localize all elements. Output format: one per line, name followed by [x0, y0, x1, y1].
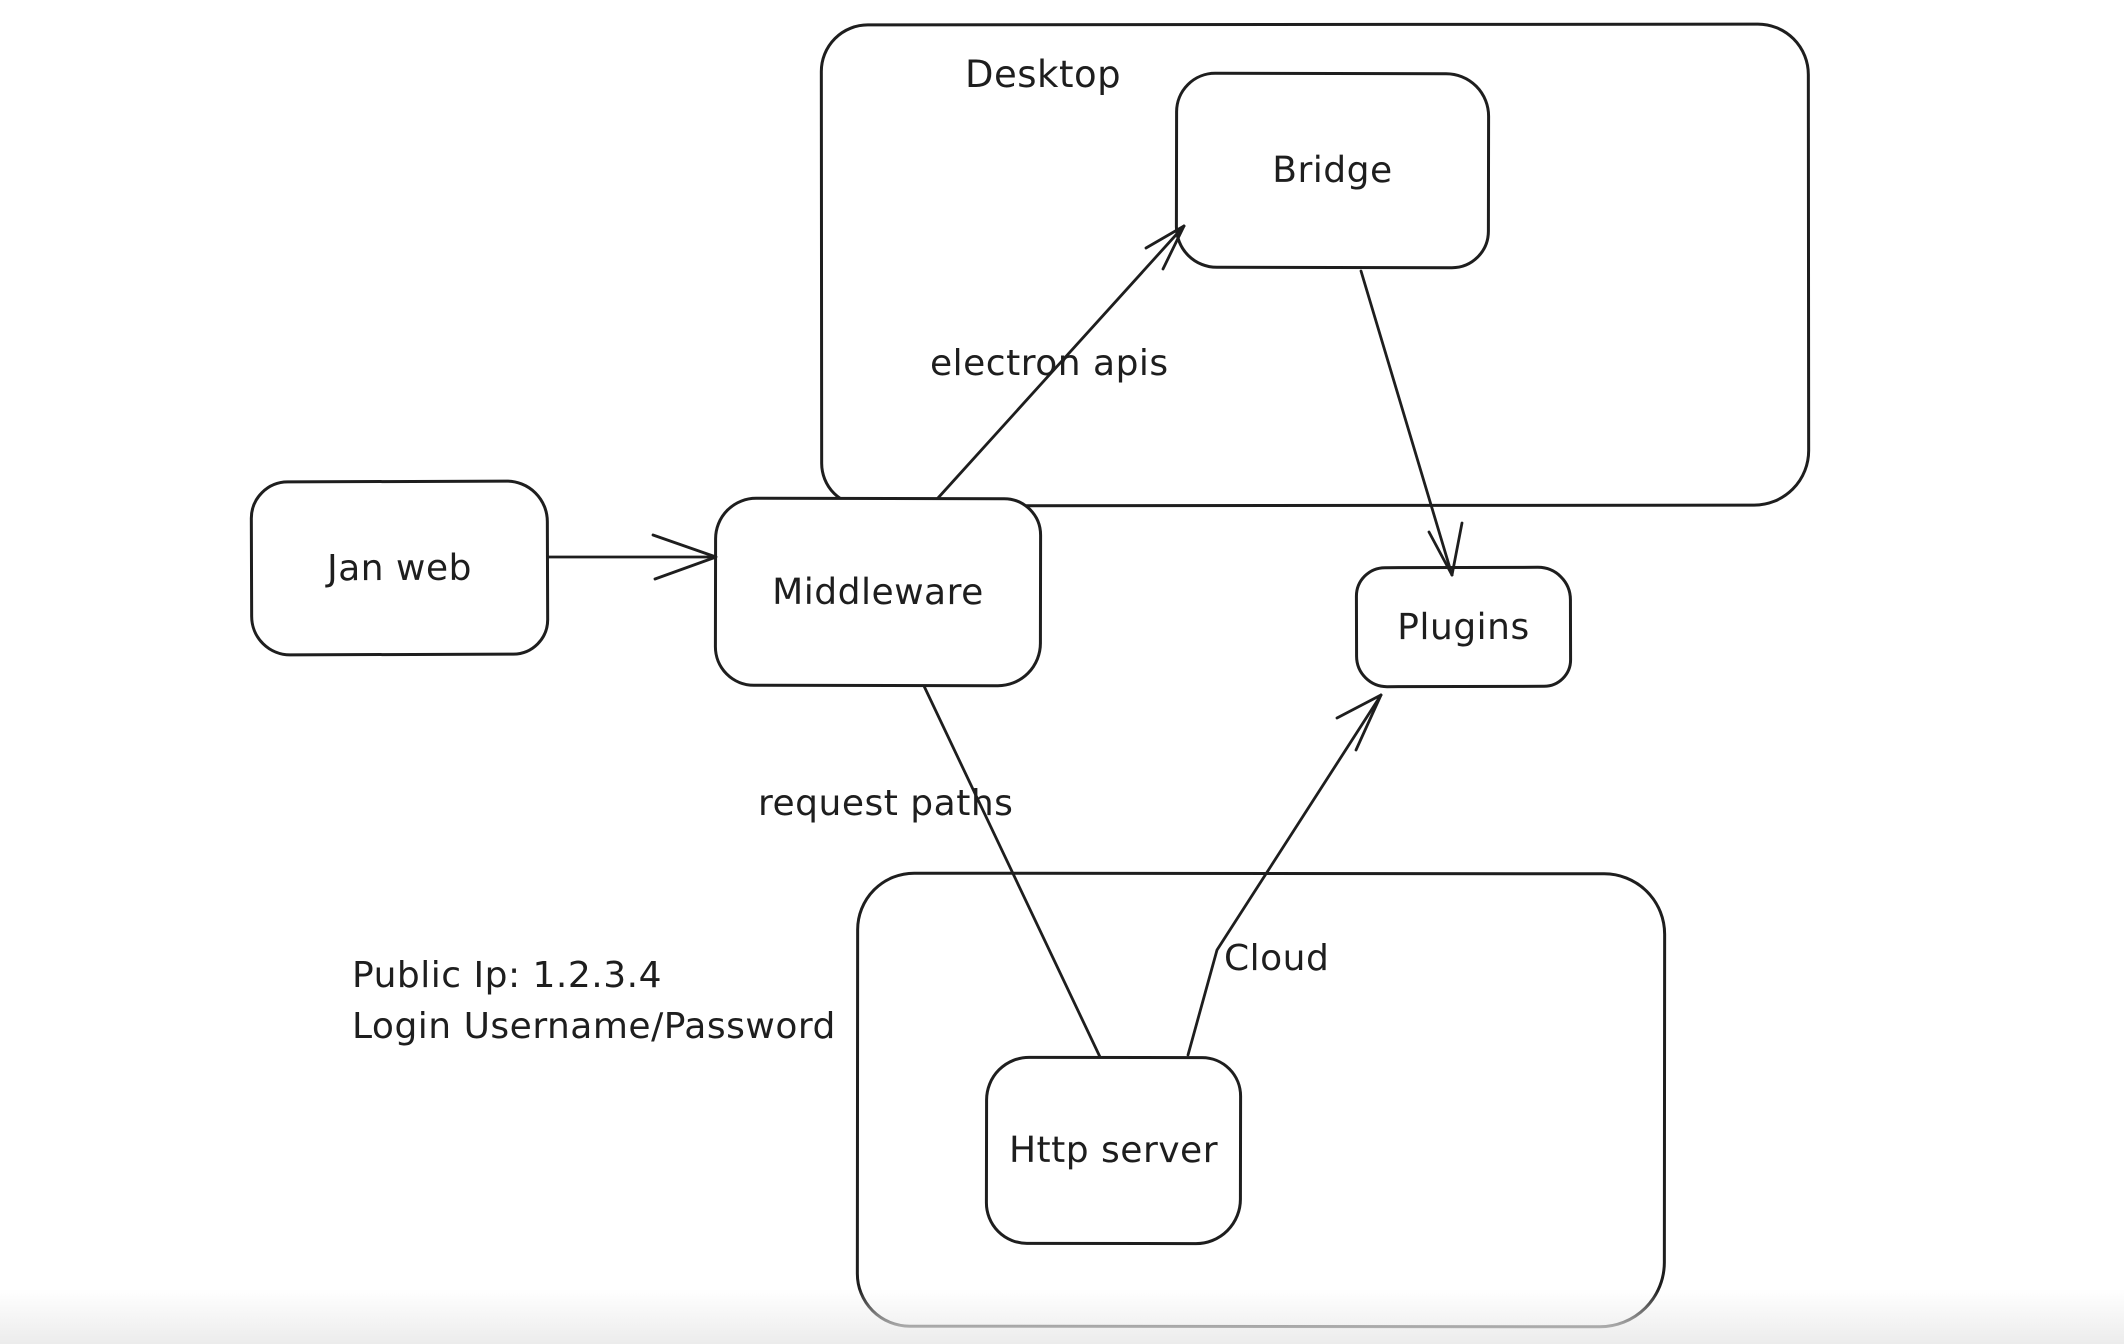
desktop-container-label[interactable]: Desktop — [965, 53, 1122, 96]
node-http-server[interactable]: Http server — [984, 1055, 1243, 1246]
edge-label-request-paths[interactable]: request paths — [758, 783, 1014, 824]
edge-janweb-middleware[interactable] — [547, 533, 718, 581]
edge-httpserver-plugins[interactable] — [1186, 693, 1383, 1057]
node-middleware[interactable]: Middleware — [713, 496, 1043, 688]
node-bridge-label: Bridge — [1272, 149, 1393, 192]
node-http-server-label: Http server — [1008, 1129, 1219, 1172]
node-bridge[interactable]: Bridge — [1174, 71, 1491, 270]
edge-bridge-plugins[interactable] — [1359, 269, 1464, 577]
credentials-annotation[interactable]: Public Ip: 1.2.3.4 Login Username/Passwo… — [352, 950, 836, 1052]
edge-middleware-bridge[interactable] — [936, 224, 1186, 500]
login-text: Login Username/Password — [352, 1006, 836, 1048]
node-jan-web[interactable]: Jan web — [249, 479, 550, 657]
edge-label-electron-apis[interactable]: electron apis — [930, 343, 1169, 384]
node-plugins-label: Plugins — [1397, 606, 1530, 648]
node-middleware-label: Middleware — [772, 571, 984, 613]
edge-middleware-httpserver[interactable] — [922, 684, 1102, 1059]
public-ip-text: Public Ip: 1.2.3.4 — [352, 955, 662, 996]
cloud-container-label[interactable]: Cloud — [1224, 938, 1330, 979]
node-jan-web-label: Jan web — [326, 547, 473, 589]
node-plugins[interactable]: Plugins — [1354, 565, 1573, 689]
